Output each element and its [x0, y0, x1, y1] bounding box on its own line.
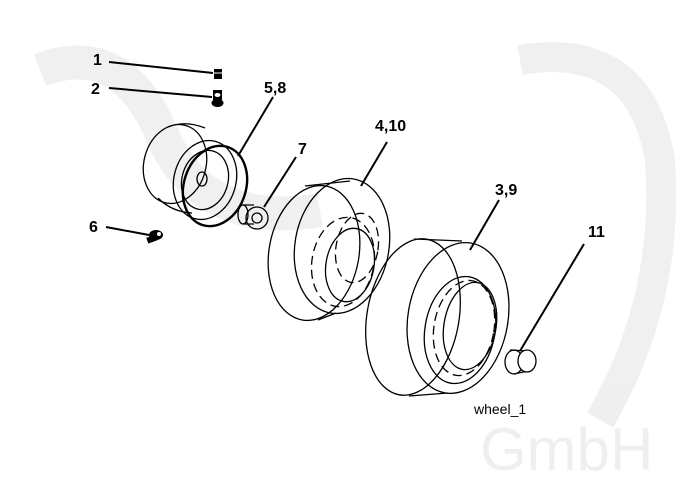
- part-rim: [142, 123, 238, 221]
- callout-6: 6: [89, 219, 98, 236]
- callout-4-10: 4,10: [375, 118, 406, 135]
- leader-1: [108, 61, 214, 74]
- watermark: GmbH: [34, 42, 677, 483]
- part-rear-tire: [365, 238, 510, 397]
- part-grease-fitting: [146, 230, 163, 244]
- callout-3-9: 3,9: [495, 182, 517, 199]
- part-hub-cap: [504, 349, 537, 375]
- part-valve-cap: [214, 69, 222, 79]
- callout-1: 1: [93, 52, 102, 69]
- leader-4-10: [360, 141, 388, 187]
- leader-5-8: [237, 96, 274, 157]
- leader-6: [105, 226, 150, 236]
- callout-11: 11: [588, 224, 605, 241]
- callout-7: 7: [298, 141, 307, 158]
- leader-11: [519, 243, 585, 352]
- part-bushing: [237, 204, 269, 230]
- part-front-tire: [267, 177, 391, 322]
- part-rim-seal-ring: [181, 144, 249, 228]
- part-valve-stem: [211, 90, 224, 107]
- leader-2: [108, 87, 213, 98]
- diagram-caption: wheel_1: [473, 401, 526, 417]
- leader-3-9: [469, 199, 500, 251]
- callout-2: 2: [91, 81, 100, 98]
- leader-7: [263, 156, 297, 208]
- svg-text:GmbH: GmbH: [480, 416, 653, 483]
- callout-5-8: 5,8: [264, 80, 286, 97]
